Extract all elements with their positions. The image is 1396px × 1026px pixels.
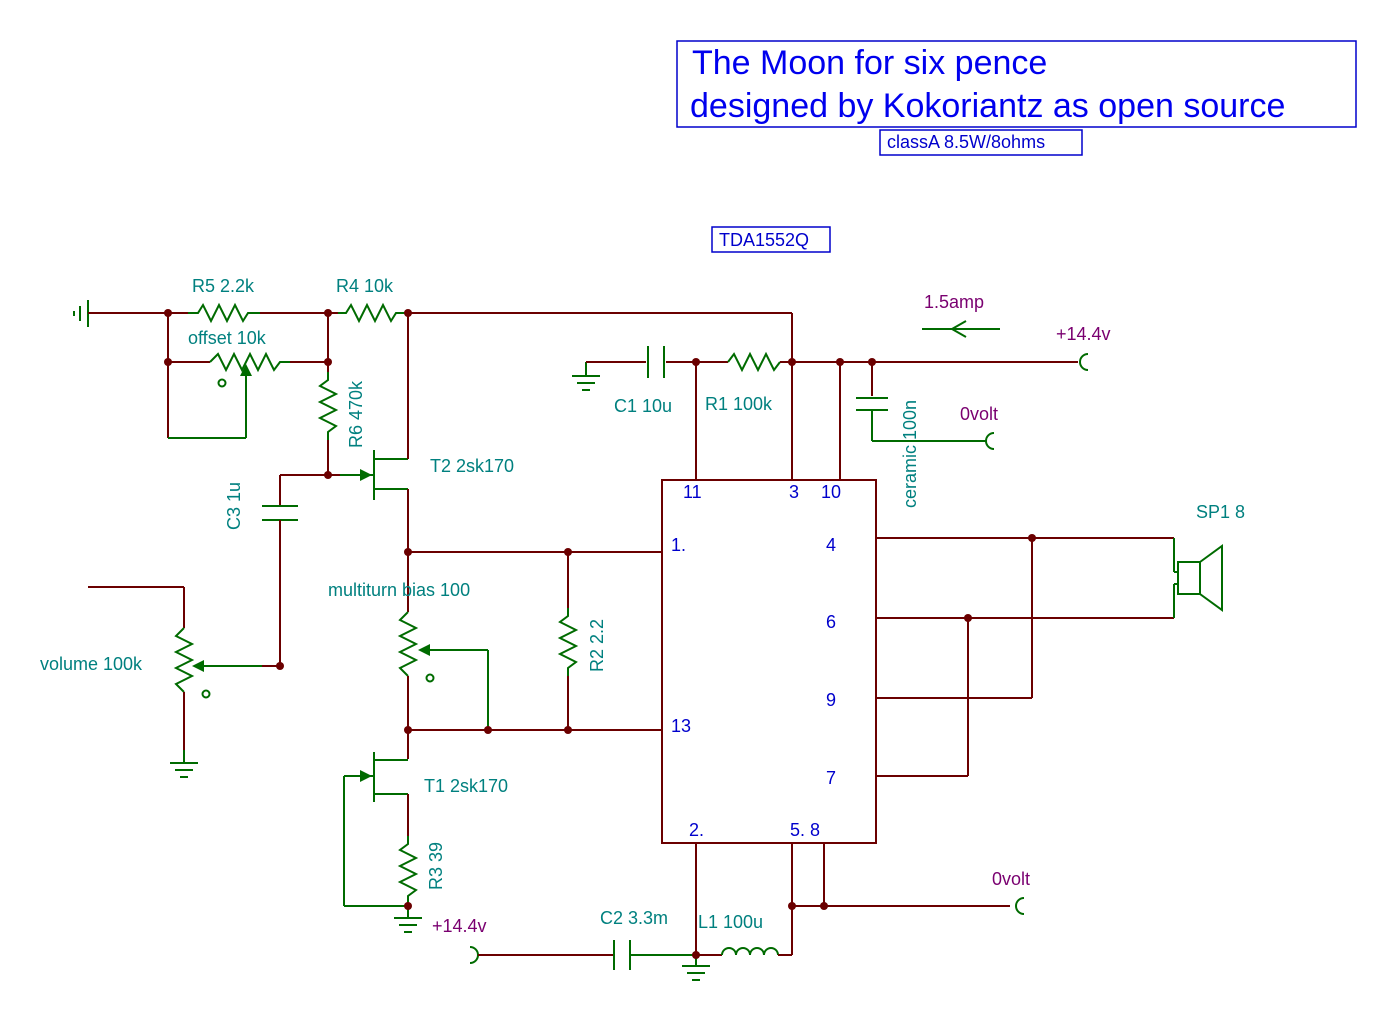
- title-line1: The Moon for six pence: [692, 44, 1047, 82]
- c2-capacitor: [613, 940, 631, 970]
- zero-top-terminal: [985, 432, 995, 450]
- vplus-top-terminal: [1079, 353, 1089, 371]
- title-line2: designed by Kokoriantz as open source: [690, 87, 1285, 125]
- offset-potentiometer: [209, 351, 290, 373]
- t2-jfet: [340, 450, 408, 500]
- subtitle: classA 8.5W/8ohms: [887, 132, 1045, 152]
- ic-pin-6: 6: [826, 612, 836, 632]
- ic-pin-11: 11: [683, 482, 702, 502]
- label-r3: R3 39: [426, 842, 446, 890]
- current-arrow: [922, 320, 1000, 338]
- r4-resistor: [338, 302, 408, 324]
- label-c1: C1 10u: [614, 396, 672, 416]
- ground-volume: [170, 762, 198, 778]
- ic-pin-5-8: 5. 8: [790, 820, 820, 840]
- label-zero-top: 0volt: [960, 404, 998, 424]
- ic-name: TDA1552Q: [719, 230, 809, 250]
- label-t1: T1 2sk170: [424, 776, 508, 796]
- c1-capacitor: [647, 346, 665, 378]
- label-bias: multiturn bias 100: [328, 580, 470, 600]
- junctions: [164, 309, 1036, 959]
- subtitle-box: [879, 129, 1083, 156]
- ground-c1: [572, 362, 600, 391]
- label-r1: R1 100k: [705, 394, 773, 414]
- label-c2: C2 3.3m: [600, 908, 668, 928]
- ic-name-box: [711, 226, 831, 253]
- ic-pin-4: 4: [826, 535, 836, 555]
- ic-pin-2: 2.: [689, 820, 704, 840]
- vplus-bottom-terminal: [469, 946, 479, 964]
- label-sp1: SP1 8: [1196, 502, 1245, 522]
- zero-bottom-terminal: [1015, 897, 1025, 915]
- r5-resistor: [188, 302, 260, 324]
- label-zero-bottom: 0volt: [992, 869, 1030, 889]
- label-c3: C3 1u: [224, 482, 244, 530]
- ic-pin-13: 13: [671, 716, 691, 736]
- label-l1: L1 100u: [698, 912, 763, 932]
- label-vplus-top: +14.4v: [1056, 324, 1111, 344]
- l1-inductor: [721, 947, 779, 956]
- ceramic-capacitor: [856, 397, 888, 411]
- ic-pin-3: 3: [789, 482, 799, 502]
- label-ceramic: ceramic 100n: [900, 400, 920, 508]
- ic-body: [661, 479, 877, 844]
- bias-potentiometer: [397, 611, 419, 677]
- label-volume: volume 100k: [40, 654, 143, 674]
- label-r6: R6 470k: [346, 380, 366, 448]
- ic-pin-9: 9: [826, 690, 836, 710]
- label-r4: R4 10k: [336, 276, 394, 296]
- speaker: [1173, 538, 1223, 618]
- r2-resistor: [557, 608, 579, 676]
- label-r5: R5 2.2k: [192, 276, 255, 296]
- c3-capacitor: [262, 505, 298, 521]
- ground-left: [73, 300, 89, 327]
- ic-pin-10: 10: [821, 482, 841, 502]
- label-current: 1.5amp: [924, 292, 984, 312]
- volume-potentiometer: [173, 627, 195, 693]
- ic-pin-1: 1.: [671, 535, 686, 555]
- ic-pin-7: 7: [826, 768, 836, 788]
- t1-jfet: [344, 752, 408, 802]
- title-box: [676, 40, 1357, 128]
- label-vplus-bottom: +14.4v: [432, 916, 487, 936]
- label-offset: offset 10k: [188, 328, 267, 348]
- label-t2: T2 2sk170: [430, 456, 514, 476]
- r1-resistor: [727, 351, 781, 373]
- r6-resistor: [317, 372, 339, 440]
- r3-resistor: [397, 836, 419, 906]
- label-r2: R2 2.2: [587, 619, 607, 672]
